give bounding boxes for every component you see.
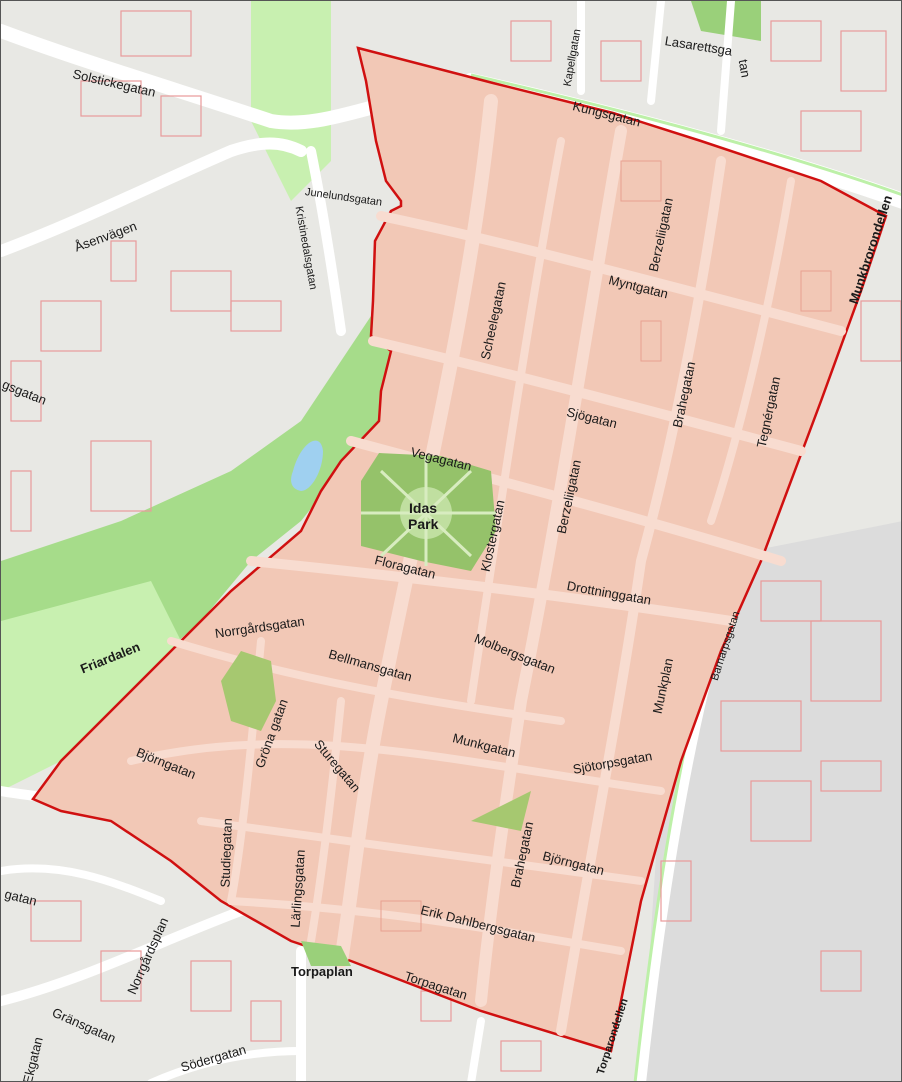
idas-park[interactable] (361, 453, 496, 571)
friardalen-field (1, 581, 181, 791)
green-patch-3 (301, 941, 351, 966)
green-patch-2 (471, 791, 531, 831)
green-patch-1 (221, 651, 276, 731)
inner-buildings (380, 160, 832, 932)
streets-inside (127, 94, 846, 1036)
building-outlines (10, 10, 901, 1072)
pond (291, 440, 323, 491)
